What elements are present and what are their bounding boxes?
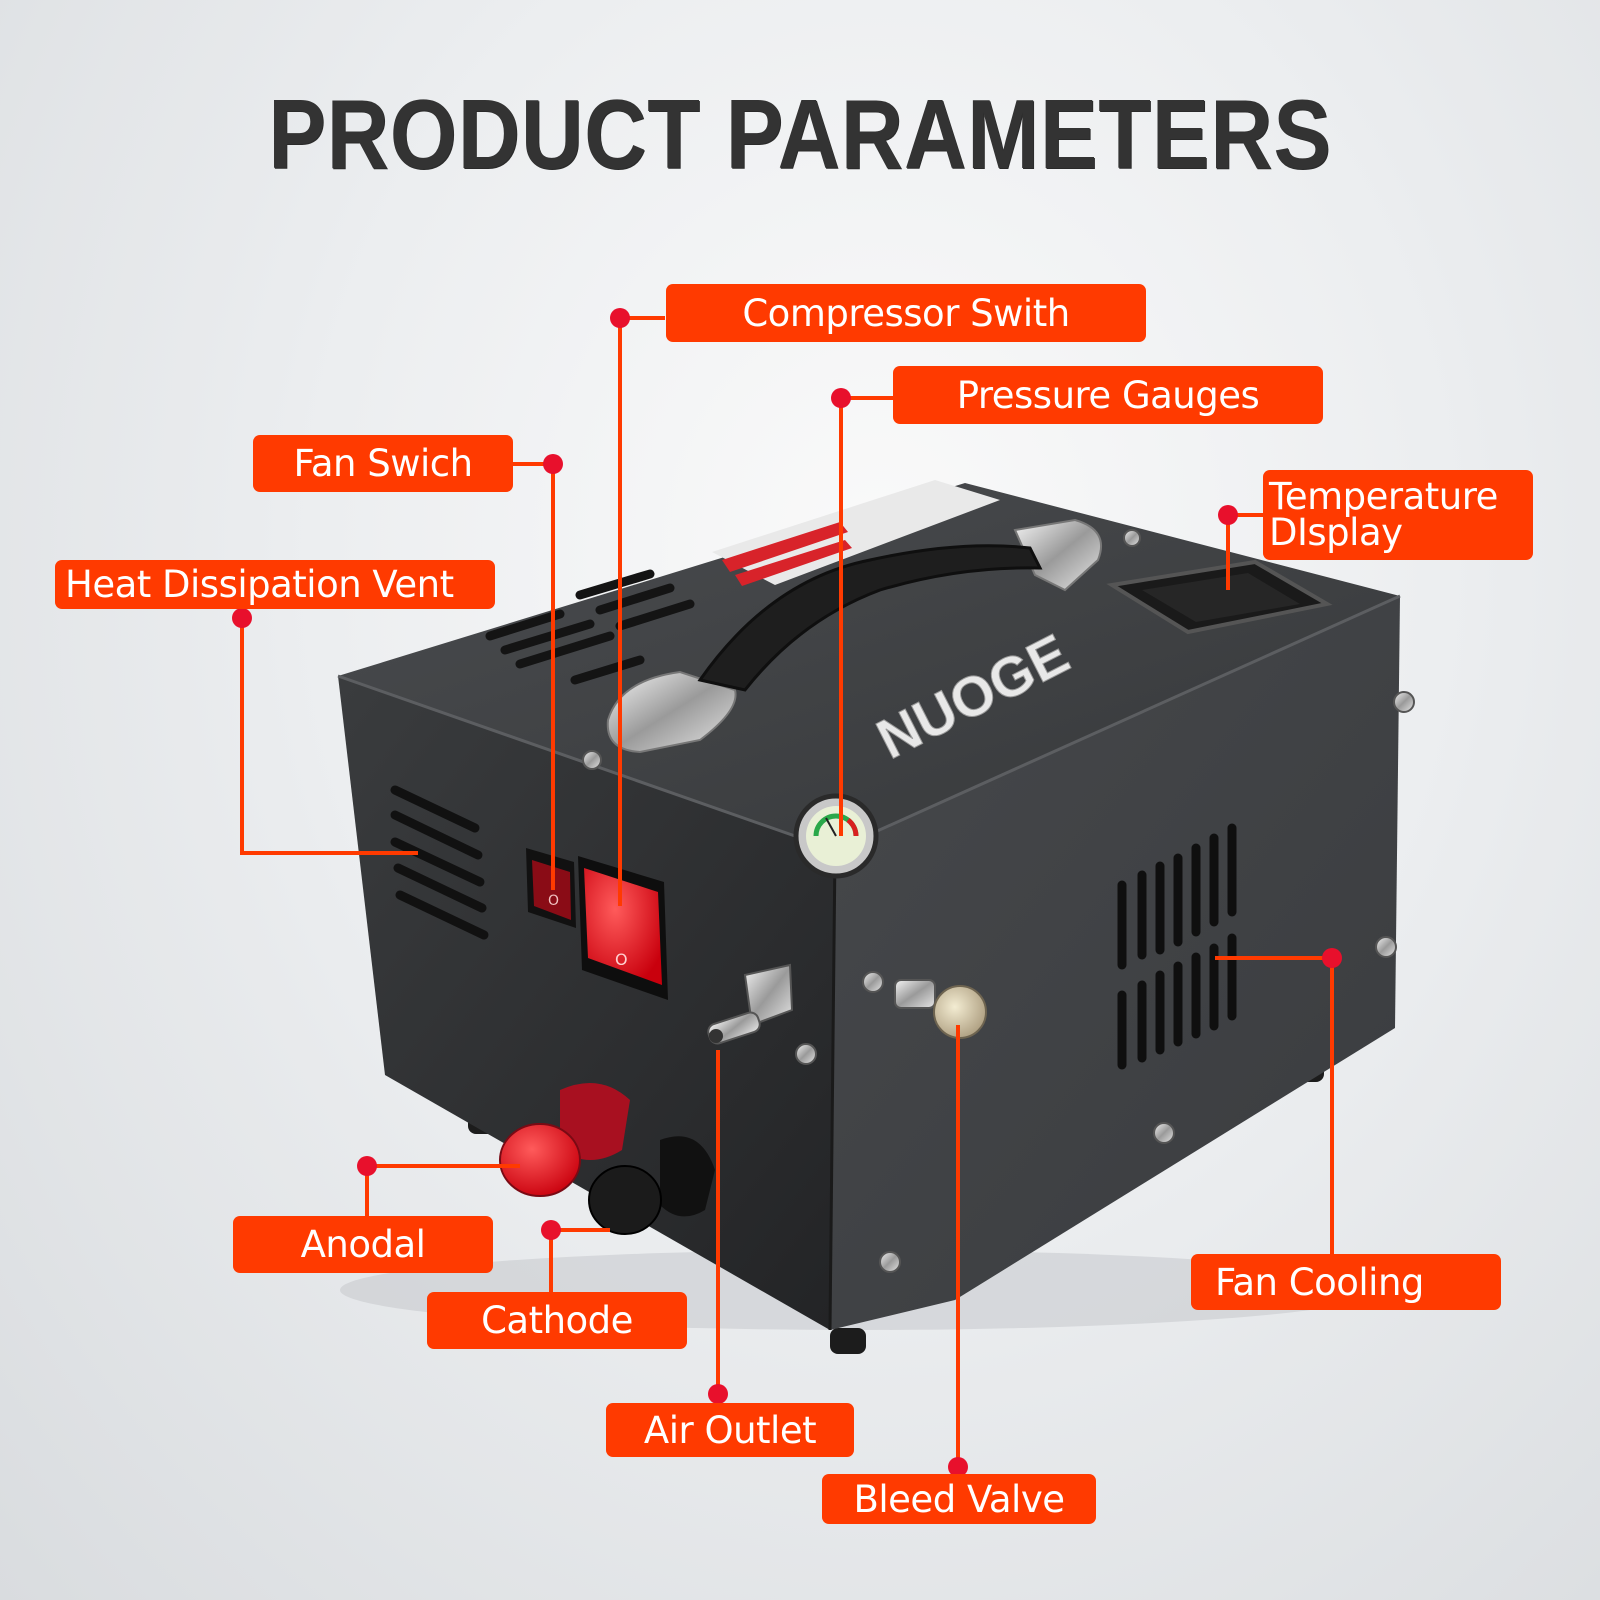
label-temperature-display: Temperature DIsplay [1263, 470, 1533, 560]
pressure-gauge [793, 793, 879, 879]
fan-cooling-vent [1117, 823, 1237, 1070]
label-anodal: Anodal [233, 1216, 493, 1273]
label-fan-switch: Fan Swich [253, 435, 513, 492]
label-temperature-display-line2: DIsplay [1269, 511, 1403, 554]
top-panel [338, 483, 1400, 850]
label-fan-cooling: Fan Cooling [1191, 1254, 1501, 1310]
warning-sticker [712, 480, 1000, 585]
front-vent [390, 785, 489, 940]
label-compressor-switch: Compressor Swith [666, 284, 1146, 342]
svg-text:O: O [615, 950, 628, 969]
leader-lines [240, 316, 1334, 1467]
foot [830, 1328, 866, 1354]
label-temperature-display-line1: Temperature [1269, 474, 1498, 518]
svg-text:O: O [548, 893, 559, 909]
anodal-terminal [499, 1082, 630, 1197]
bleed-valve [894, 979, 987, 1039]
label-pressure-gauges: Pressure Gauges [893, 366, 1323, 424]
leader-dots [232, 308, 1342, 1477]
carry-handle [606, 518, 1103, 754]
label-cathode: Cathode [427, 1292, 687, 1349]
label-air-outlet: Air Outlet [606, 1403, 854, 1457]
top-vent [485, 569, 695, 685]
cathode-terminal [588, 1136, 715, 1235]
screw [582, 529, 1415, 1273]
compressor-switch: O [578, 856, 668, 1000]
label-bleed-valve: Bleed Valve [822, 1474, 1096, 1524]
air-outlet-fitting [707, 963, 794, 1045]
side-panel [830, 596, 1400, 1330]
label-heat-dissipation-vent: Heat Dissipation Vent [55, 560, 495, 609]
page-title: PRODUCT PARAMETERS [268, 79, 1332, 189]
